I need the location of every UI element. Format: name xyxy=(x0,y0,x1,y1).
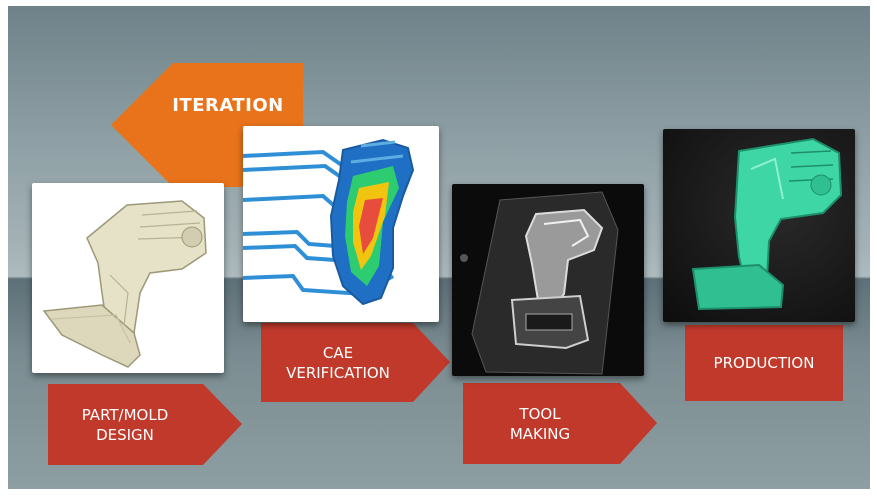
step-3-label-shape xyxy=(463,383,657,464)
part-mold-design-image xyxy=(32,183,224,373)
step-4-label: PRODUCTION xyxy=(685,325,843,401)
step-1-label-shape xyxy=(48,384,242,465)
cae-verification-image xyxy=(243,126,439,322)
cae-simulation-icon xyxy=(243,138,415,306)
mold-tool-icon xyxy=(460,191,619,375)
drill-housing-cad-icon xyxy=(42,200,207,368)
step-2-label-shape xyxy=(261,323,450,402)
tool-making-image xyxy=(452,184,644,376)
iteration-label: ITERATION xyxy=(172,95,284,116)
production-image xyxy=(663,129,855,322)
molded-part-icon xyxy=(691,137,843,311)
